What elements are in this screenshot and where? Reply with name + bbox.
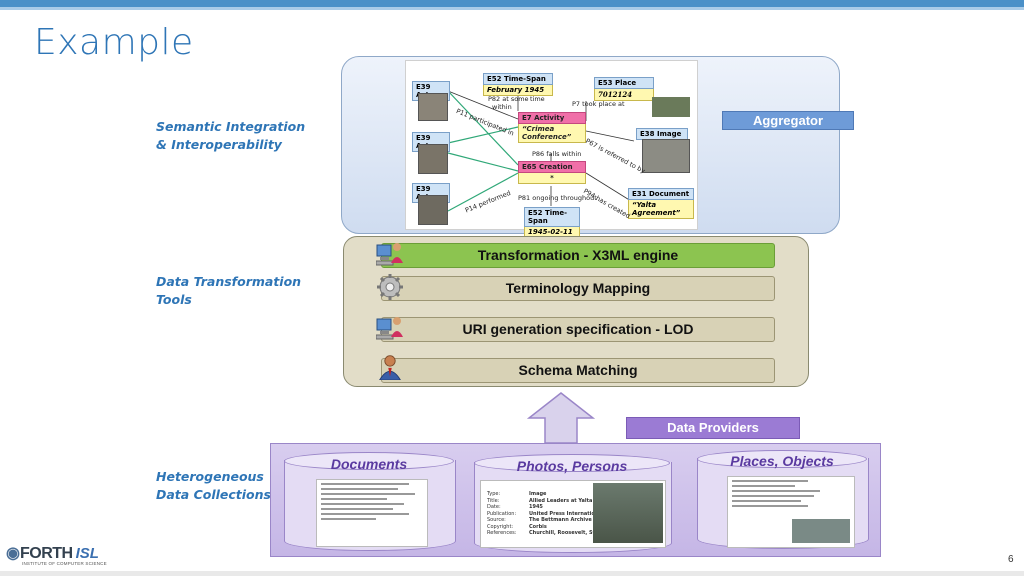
collection-photos-label: Photos, Persons xyxy=(516,458,628,474)
person-computer-icon xyxy=(376,243,403,266)
edge-p11 xyxy=(447,90,519,120)
label-semantic-line-2: & Interoperability xyxy=(156,137,282,152)
node-e53: E53 Place 7012124 xyxy=(594,77,654,101)
top-accent-bar-light xyxy=(0,7,1024,10)
bottom-strip xyxy=(0,571,1024,576)
cylinder-photos-persons: Photos, Persons Type: Title: Date: Publi… xyxy=(474,454,672,553)
photo-record-card: Type: Title: Date: Publication: Source: … xyxy=(480,480,666,548)
edge-label-p82-c: within xyxy=(492,103,512,111)
node-e31-value: “Yalta Agreement” xyxy=(628,200,694,219)
value-source: The Bettmann Archive xyxy=(529,517,592,523)
node-e52-bottom: E52 Time-Span 1945-02-11 xyxy=(524,207,580,238)
edge-label-p7: P7 took place at xyxy=(572,100,625,108)
cylinder-top xyxy=(697,450,867,468)
edge-label-p86: P86 falls within xyxy=(532,150,582,158)
tool-schema-matching: Schema Matching xyxy=(381,358,775,383)
field-date: Date: xyxy=(487,504,501,510)
place-record-card xyxy=(727,476,855,548)
tool-transformation-x3ml: Transformation - X3ML engine xyxy=(381,243,775,268)
field-publication: Publication: xyxy=(487,510,517,517)
photo-record-values: Image Allied Leaders at Yalta 1945 Unite… xyxy=(529,491,619,537)
yalta-photo xyxy=(593,483,663,543)
node-e52-bottom-type: E52 Time-Span xyxy=(524,207,580,227)
node-e7-activity: E7 Activity “Crimea Conference” xyxy=(518,112,586,143)
label-semantic-integration: Semantic Integration & Interoperability xyxy=(156,118,305,154)
globe-icon: ◉ xyxy=(6,545,20,562)
page-number: 6 xyxy=(1008,554,1014,565)
label-hetero-line-1: Heterogeneous xyxy=(156,469,264,484)
edge-label-p81: P81 ongoing throughout xyxy=(518,194,597,202)
collection-places-label: Places, Objects xyxy=(730,453,834,469)
node-e52-top-value: February 1945 xyxy=(483,85,553,96)
value-title: Allied Leaders at Yalta xyxy=(529,497,593,504)
top-accent-bar xyxy=(0,0,1024,7)
actor-photo-3 xyxy=(418,195,448,225)
value-type: Image xyxy=(529,491,547,497)
node-e65-type: E65 Creation xyxy=(518,161,586,173)
node-e65-creation: E65 Creation * xyxy=(518,161,586,184)
logo-forth-text: FORTH xyxy=(19,545,73,562)
cylinder-places-objects: Places, Objects xyxy=(697,450,869,549)
node-e53-type: E53 Place xyxy=(594,77,654,89)
edge-actor2-green-b xyxy=(447,152,519,172)
edge-p14 xyxy=(447,172,519,212)
value-copyright: Corbis xyxy=(529,523,547,530)
image-photo xyxy=(642,139,690,173)
cylinder-documents: Documents xyxy=(284,452,456,551)
node-e7-value: “Crimea Conference” xyxy=(518,124,586,143)
label-semantic-line-1: Semantic Integration xyxy=(156,119,306,134)
logo-subtitle: INSTITUTE OF COMPUTER SCIENCE xyxy=(22,561,107,566)
slide-title: Example xyxy=(34,22,194,63)
edge-p67 xyxy=(585,130,635,142)
edge-p94 xyxy=(585,172,632,202)
node-e31-type: E31 Document xyxy=(628,188,694,200)
field-title: Title: xyxy=(487,497,500,504)
actor-photo-1 xyxy=(418,93,448,121)
place-photo-thumbnail xyxy=(792,519,850,543)
field-copyright: Copyright: xyxy=(487,523,514,530)
up-arrow xyxy=(527,392,595,444)
node-e53-value: 7012124 xyxy=(594,89,654,101)
cidoc-crm-diagram: E52 Time-Span February 1945 E53 Place 70… xyxy=(405,60,698,238)
logo-isl-text: ISL xyxy=(75,545,99,562)
node-e7-type: E7 Activity xyxy=(518,112,586,124)
node-e52-top-type: E52 Time-Span xyxy=(483,73,553,85)
label-transform-line-1: Data Transformation xyxy=(156,274,302,289)
label-transform-line-2: Tools xyxy=(156,292,192,307)
place-photo xyxy=(652,97,690,117)
photo-record-fields: Type: Title: Date: Publication: Source: … xyxy=(487,491,516,537)
person-icon xyxy=(379,355,401,380)
diagram-edges xyxy=(447,89,635,212)
aggregator-label: Aggregator xyxy=(722,111,854,130)
node-e52-top: E52 Time-Span February 1945 xyxy=(483,73,553,96)
label-heterogeneous: Heterogeneous Data Collections xyxy=(156,468,271,504)
gear-icon xyxy=(377,274,403,300)
node-e31-document: E31 Document “Yalta Agreement” xyxy=(628,188,694,219)
actor-photo-2 xyxy=(418,144,448,174)
tool-terminology-mapping: Terminology Mapping xyxy=(381,276,775,301)
tool-uri-generation: URI generation specification - LOD xyxy=(381,317,775,342)
document-thumbnail xyxy=(316,479,428,547)
value-references: Churchill, Roosevelt, Stalin xyxy=(529,530,606,536)
data-providers-label: Data Providers xyxy=(626,417,800,439)
node-e65-value: * xyxy=(518,173,586,184)
edge-actor2-green xyxy=(447,126,519,144)
field-source: Source: xyxy=(487,517,506,523)
value-publication: United Press International (UPI) xyxy=(529,510,620,517)
edge-label-p82-b: time xyxy=(530,95,545,103)
edge-actor1-green xyxy=(447,90,519,166)
collection-documents-label: Documents xyxy=(330,456,408,472)
cylinder-top xyxy=(474,454,670,472)
field-type: Type: xyxy=(487,491,501,497)
person-computer-icon xyxy=(376,317,403,340)
label-hetero-line-2: Data Collections xyxy=(156,487,271,502)
cylinder-top xyxy=(284,452,454,470)
edge-label-p82-a: P82 at some xyxy=(488,95,529,103)
value-date: 1945 xyxy=(529,504,543,510)
label-data-transformation: Data Transformation Tools xyxy=(156,273,301,309)
field-references: References: xyxy=(487,530,517,536)
